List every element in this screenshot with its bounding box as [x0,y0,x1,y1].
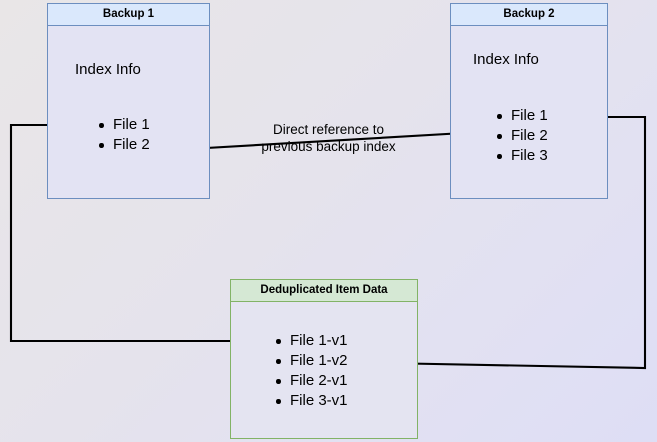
edge-label-direct-reference: Direct reference to previous backup inde… [247,121,410,155]
deduplicated-item-data-box[interactable]: Deduplicated Item Data [230,279,418,439]
list-item: File 2 [496,126,548,146]
list-item: File 1-v2 [275,351,348,371]
edge-label-line-2: previous backup index [261,139,396,154]
list-item: File 1 [496,106,548,126]
list-item: File 3 [496,146,548,166]
list-item: File 2-v1 [275,371,348,391]
deduplicated-item-list: File 1-v1 File 1-v2 File 2-v1 File 3-v1 [275,331,348,411]
deduplicated-item-data-header: Deduplicated Item Data [231,280,417,302]
backup-2-section-title: Index Info [473,51,539,68]
backup-1-section-title: Index Info [75,61,141,78]
backup-1-header: Backup 1 [48,4,209,26]
list-item: File 2 [98,135,150,155]
list-item: File 1-v1 [275,331,348,351]
edge-backup2-to-backup1 [171,129,499,153]
list-item: File 3-v1 [275,391,348,411]
edge-backup2-to-dedup [382,115,647,370]
backup-1-item-list: File 1 File 2 [98,115,150,155]
backup-2-item-list: File 1 File 2 File 3 [496,106,548,166]
list-item: File 1 [98,115,150,135]
backup-2-box[interactable]: Backup 2 [450,3,608,199]
edge-label-line-1: Direct reference to [272,122,385,137]
backup-2-header: Backup 2 [451,4,607,26]
backup-1-box[interactable]: Backup 1 [47,3,210,199]
